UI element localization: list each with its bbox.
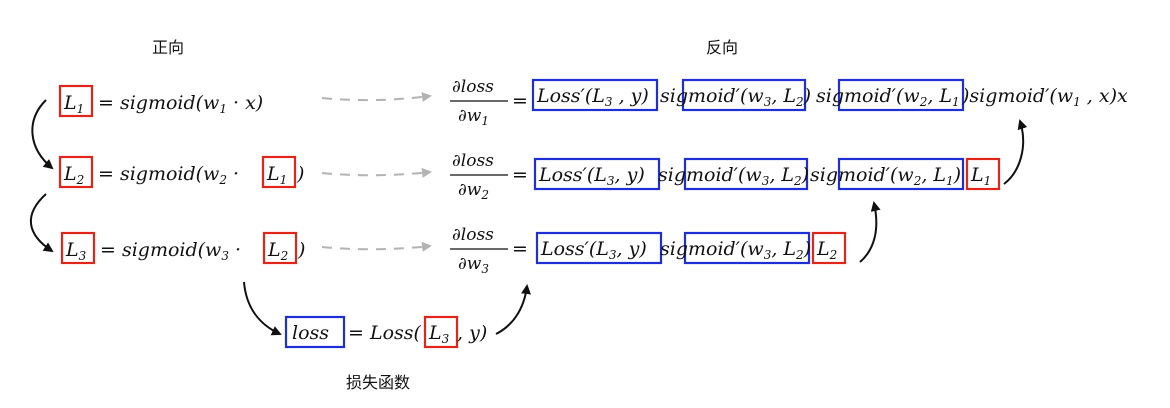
backward-row2-box-sigmoid-w2 bbox=[837, 157, 965, 191]
forward-equation-row-1: L1 = sigmoid(w1 · x) bbox=[58, 84, 263, 118]
backward-row3-box-L2 bbox=[811, 231, 847, 265]
backward-row1-denominator: ∂w1 bbox=[458, 106, 489, 128]
backward-row1-tail: )sigmoid′(w1 , x)x bbox=[961, 85, 1128, 109]
backward-row3-box-sigmoid-w3 bbox=[683, 231, 811, 265]
backward-equation-row-1: ∂loss ∂w1 = Loss′(L3 , y) sigmoid′(w3, L… bbox=[450, 77, 1128, 128]
backward-row2-equals: = bbox=[512, 164, 528, 186]
backward-row2-numerator: ∂loss bbox=[452, 151, 494, 171]
loss-box-L3-input bbox=[423, 315, 459, 349]
backward-row1-numerator: ∂loss bbox=[452, 77, 494, 97]
backward-row2-loss-derivative: Loss′(L3, y) bbox=[538, 164, 645, 188]
forward-L2-input: L2 bbox=[267, 239, 288, 263]
forward-L1-input: L1 bbox=[266, 163, 287, 187]
backward-row1-box-loss-derivative bbox=[531, 78, 659, 112]
loss-function-caption: 损失函数 bbox=[346, 373, 410, 392]
backward-heading: 反向 bbox=[706, 38, 738, 57]
flow-arrow-L2-to-L3 bbox=[29, 193, 54, 253]
loss-rhs-close: , y) bbox=[457, 322, 487, 344]
backward-row2-box-loss-derivative bbox=[533, 157, 661, 191]
backward-row3-sigmoid-w3: sigmoid′(w3, L2) bbox=[660, 238, 811, 262]
forward-box-L1-input bbox=[261, 155, 297, 189]
forward-row1-rhs: = sigmoid(w1 · x) bbox=[98, 92, 263, 116]
forward-box-L2-input bbox=[262, 231, 298, 265]
loss-lhs: loss bbox=[292, 322, 329, 344]
backward-row2-sigmoid-w3: sigmoid′(w3, L2) bbox=[658, 164, 809, 188]
loss-L3-input: L3 bbox=[428, 322, 450, 346]
loss-box bbox=[284, 315, 346, 349]
loss-equation: loss = Loss( L3 , y) bbox=[284, 315, 487, 349]
backward-row3-L2: L2 bbox=[816, 238, 837, 262]
backward-row2-box-sigmoid-w3 bbox=[683, 157, 809, 191]
forward-row2-close: ) bbox=[296, 163, 304, 185]
forward-box-L1 bbox=[58, 84, 94, 118]
forward-L2-var: L2 bbox=[63, 163, 84, 187]
backward-row1-box-sigmoid-w3 bbox=[681, 78, 807, 112]
backward-row3-numerator: ∂loss bbox=[452, 225, 494, 245]
backward-row1-sigmoid-w3: sigmoid′(w3, L2) bbox=[660, 85, 811, 109]
backward-row1-equals: = bbox=[512, 90, 528, 112]
backward-row2-box-L1 bbox=[965, 157, 1001, 191]
backward-row2-sigmoid-w2: sigmoid′(w2, L1) bbox=[810, 164, 961, 188]
flow-arrow-row3-to-row2 bbox=[859, 201, 881, 263]
forward-L1-var: L1 bbox=[63, 92, 84, 116]
forward-box-L3 bbox=[60, 231, 96, 265]
forward-row3-rhs: = sigmoid(w3 · bbox=[100, 239, 241, 263]
backward-equation-row-3: ∂loss ∂w3 = Loss′(L3, y) sigmoid′(w3, L2… bbox=[450, 225, 847, 276]
flow-arrow-row2-to-row1 bbox=[1003, 119, 1028, 185]
backward-row3-loss-derivative: Loss′(L3, y) bbox=[540, 238, 647, 262]
dashed-arrow-row-2 bbox=[321, 167, 432, 178]
backward-row2-denominator: ∂w2 bbox=[458, 180, 489, 202]
forward-heading: 正向 bbox=[152, 38, 184, 57]
backward-row1-loss-derivative: Loss′(L3 , y) bbox=[536, 85, 649, 109]
forward-box-L2 bbox=[58, 155, 94, 189]
dashed-arrow-row-1 bbox=[321, 92, 432, 102]
forward-equation-row-2: L2 = sigmoid(w2 · L1 ) bbox=[58, 155, 304, 189]
backward-row1-sigmoid-w2: sigmoid′(w2, L1 bbox=[816, 85, 960, 109]
forward-equation-row-3: L3 = sigmoid(w3 · L2 ) bbox=[60, 231, 305, 265]
backward-row3-equals: = bbox=[512, 238, 528, 260]
backward-row3-denominator: ∂w3 bbox=[458, 254, 489, 276]
backward-equation-row-2: ∂loss ∂w2 = Loss′(L3, y) sigmoid′(w3, L2… bbox=[450, 151, 1001, 202]
backward-row2-L1: L1 bbox=[970, 164, 991, 188]
forward-L3-var: L3 bbox=[65, 239, 87, 263]
forward-row3-close: ) bbox=[297, 239, 305, 261]
flow-arrow-loss-to-backward bbox=[495, 284, 531, 335]
dashed-arrow-row-3 bbox=[321, 241, 432, 252]
flow-arrow-L3-to-loss bbox=[243, 281, 282, 336]
flow-arrow-L1-to-L2 bbox=[31, 99, 54, 170]
backward-row3-box-loss-derivative bbox=[535, 231, 663, 265]
forward-row2-rhs: = sigmoid(w2 · bbox=[98, 163, 239, 187]
loss-rhs-open: = Loss( bbox=[348, 322, 422, 344]
backward-row1-box-sigmoid-w2 bbox=[837, 78, 965, 112]
